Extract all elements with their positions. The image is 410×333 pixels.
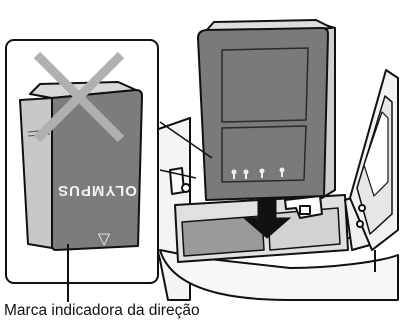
- battery-brand-label: OLYMPUS: [57, 182, 137, 199]
- insert-direction-arrow: [242, 197, 292, 239]
- inset-panel: OLYMPUS ▽: [5, 39, 213, 302]
- battery-upright: [197, 19, 336, 201]
- x-mark-icon: [33, 51, 125, 143]
- direction-mark-caption: Marca indicadora da direção: [4, 302, 200, 319]
- inset-battery: [19, 81, 143, 251]
- direction-mark: ▽: [98, 229, 111, 248]
